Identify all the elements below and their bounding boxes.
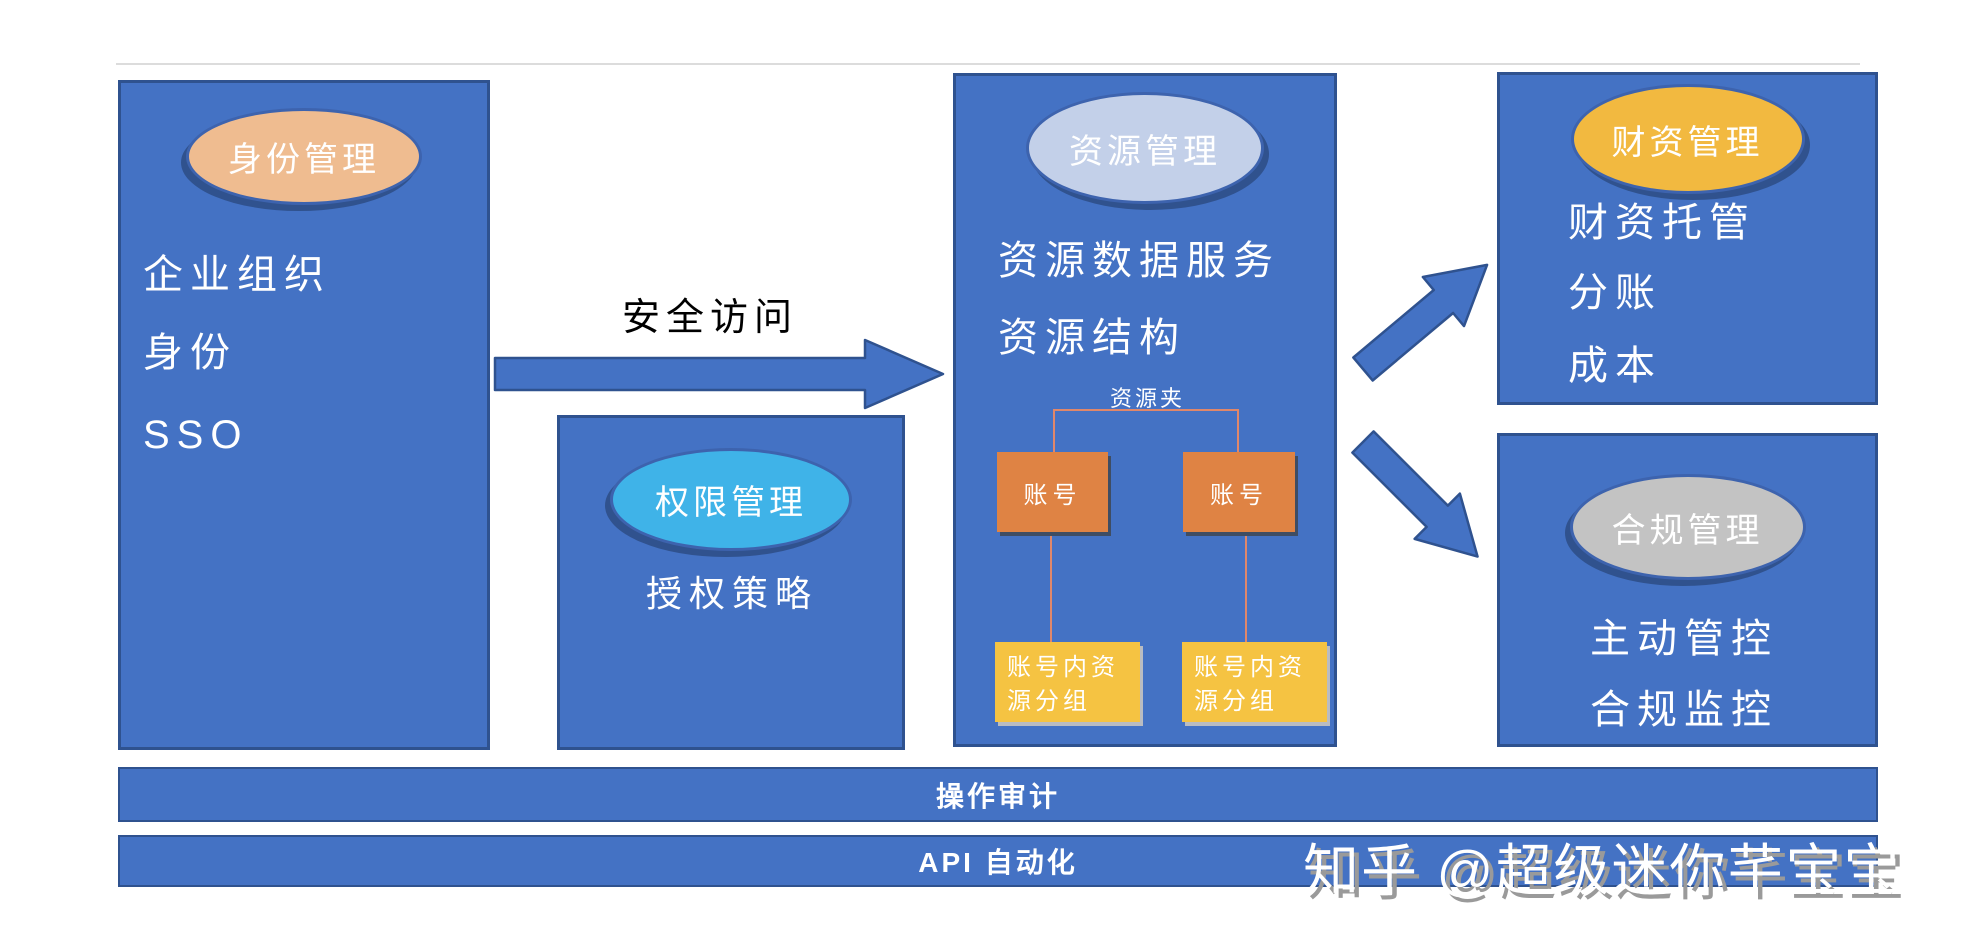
identity-management-ellipse: 身份管理 <box>186 108 422 205</box>
permission-item-authorization-policy: 授权策略 <box>646 573 819 614</box>
identity-item-sso: SSO <box>143 413 249 457</box>
compliance-item-monitoring: 合规监控 <box>1590 688 1778 732</box>
account-resource-group-box-1: 账号内资源分组 <box>995 642 1140 722</box>
watermark: 知乎 @超级迷你芊宝宝 <box>1303 839 1902 902</box>
compliance-item-active-control: 主动管控 <box>1590 617 1778 661</box>
compliance-management-title: 合规管理 <box>1611 511 1764 550</box>
permission-management-ellipse: 权限管理 <box>610 448 852 551</box>
treasury-item-cost: 成本 <box>1568 344 1662 388</box>
tree-connector-horizontal <box>1053 409 1239 411</box>
tree-connector-left-lower <box>1050 532 1052 642</box>
resource-management-panel: 资源管理 资源数据服务 资源结构 <box>953 73 1337 747</box>
resource-item-data-service: 资源数据服务 <box>998 239 1280 283</box>
permission-management-title: 权限管理 <box>655 484 807 522</box>
compliance-management-ellipse: 合规管理 <box>1569 474 1806 580</box>
secure-access-label: 安全访问 <box>622 297 799 339</box>
identity-management-panel: 身份管理 企业组织 身份 SSO <box>118 80 490 750</box>
tree-connector-left-drop <box>1053 409 1055 453</box>
permission-management-panel: 权限管理 授权策略 <box>557 415 905 750</box>
identity-item-identity: 身份 <box>143 331 237 375</box>
resource-management-ellipse: 资源管理 <box>1026 92 1264 204</box>
account-resource-group-box-2: 账号内资源分组 <box>1182 642 1327 722</box>
treasury-item-custody: 财资托管 <box>1568 201 1756 245</box>
tree-connector-right-drop <box>1237 409 1239 453</box>
arrow-to-compliance <box>1351 430 1479 558</box>
top-divider-line <box>116 63 1860 65</box>
treasury-management-title: 财资管理 <box>1611 123 1764 162</box>
api-automation-bar: API 自动化 <box>118 835 1878 887</box>
tree-connector-right-lower <box>1245 532 1247 642</box>
resource-folder-label: 资源夹 <box>1110 386 1186 411</box>
secure-access-arrow <box>493 338 945 410</box>
identity-management-title: 身份管理 <box>228 141 380 179</box>
treasury-item-split-account: 分账 <box>1568 271 1662 315</box>
account-box-1: 账号 <box>997 452 1108 532</box>
operation-audit-label: 操作审计 <box>935 780 1060 812</box>
account-box-2: 账号 <box>1183 452 1295 532</box>
treasury-management-ellipse: 财资管理 <box>1570 84 1805 194</box>
arrow-to-treasury <box>1352 263 1489 382</box>
operation-audit-bar: 操作审计 <box>118 767 1878 822</box>
resource-item-structure: 资源结构 <box>998 316 1186 360</box>
api-automation-label: API 自动化 <box>918 847 1078 878</box>
treasury-management-panel: 财资管理 财资托管 分账 成本 <box>1497 72 1878 405</box>
compliance-management-panel: 合规管理 主动管控 合规监控 <box>1497 433 1878 747</box>
resource-management-title: 资源管理 <box>1069 132 1221 171</box>
identity-item-enterprise-org: 企业组织 <box>143 253 331 297</box>
